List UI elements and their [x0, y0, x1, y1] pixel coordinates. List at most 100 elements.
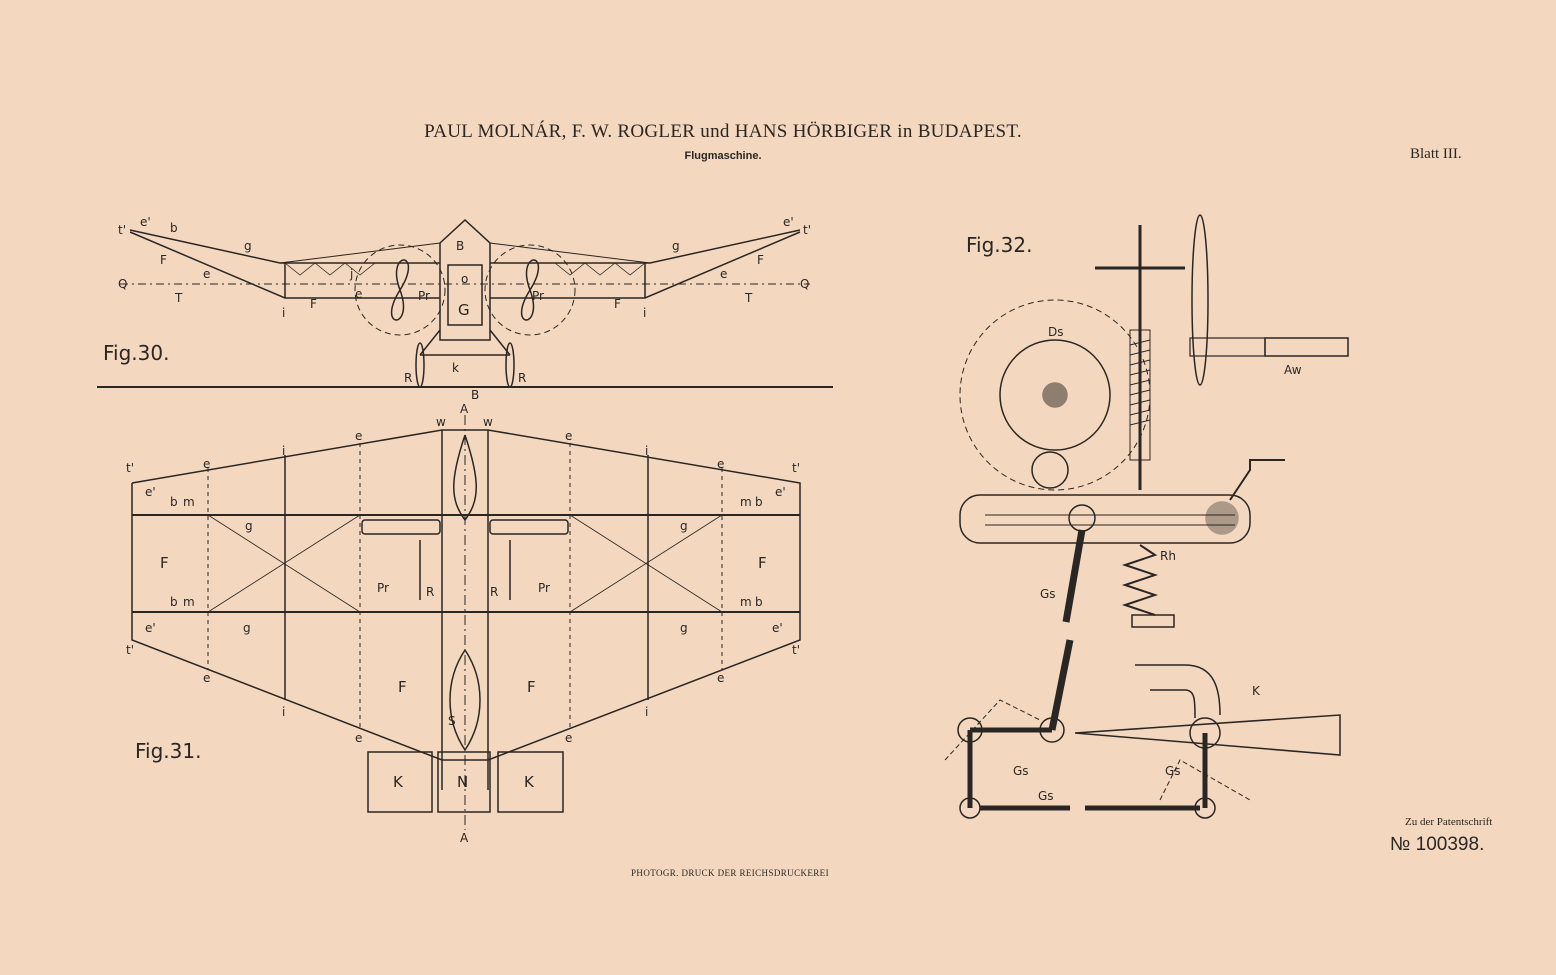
part-label: Q [800, 277, 809, 291]
part-label: t' [792, 643, 800, 657]
rail-rh [959, 494, 1251, 544]
part-label: A [460, 831, 469, 845]
part-label: F [758, 554, 767, 572]
fig32-label: Fig.32. [966, 233, 1032, 257]
drum-hub [1042, 382, 1068, 408]
part-label: e' [772, 621, 783, 635]
part-label: m [183, 495, 195, 509]
part-label: e [565, 429, 572, 443]
truss [284, 262, 646, 276]
part-label: T [744, 291, 753, 305]
part-label: i [282, 444, 285, 458]
handwheel [1191, 214, 1209, 386]
bracket [1135, 664, 1221, 719]
engine-mount-left [361, 519, 441, 535]
part-label: S [448, 714, 456, 728]
part-label: Gs [1165, 764, 1181, 778]
wedge-k [1074, 714, 1341, 756]
part-label: w [436, 415, 446, 429]
page-title: PAUL MOLNÁR, F. W. ROGLER und HANS HÖRBI… [424, 121, 1022, 142]
worm-gear [1129, 339, 1151, 426]
part-label: g [672, 239, 680, 253]
part-label: g [245, 519, 253, 533]
part-label: t' [126, 643, 134, 657]
part-label: e [565, 731, 572, 745]
part-label: Gs [1038, 789, 1054, 803]
crank-handle [1229, 459, 1285, 501]
part-label: F [614, 297, 621, 311]
part-label: B [471, 388, 479, 402]
part-label: j [349, 267, 353, 281]
rudder-left [367, 751, 433, 813]
part-label: Gs [1040, 587, 1056, 601]
part-label: t' [792, 461, 800, 475]
part-label: t' [803, 223, 811, 237]
rod-gs-upper [1062, 529, 1086, 623]
upper-bracing [279, 219, 651, 264]
part-label: e' [140, 215, 151, 229]
part-label: Aw [1284, 363, 1302, 377]
part-label: e [203, 267, 210, 281]
right-wing-upper [490, 229, 801, 264]
propeller-left [390, 259, 410, 321]
fuselage-front [439, 218, 491, 341]
part-label: Q [118, 277, 127, 291]
part-label: Pr [418, 289, 430, 303]
part-label: e [355, 287, 362, 301]
part-label: i [282, 306, 285, 320]
part-label: b [755, 495, 763, 509]
part-label: k [452, 361, 459, 375]
part-label: w [483, 415, 493, 429]
part-label: K [524, 773, 535, 791]
wing-outline [131, 429, 801, 761]
wheel-right [505, 342, 515, 388]
part-label: Ds [1048, 325, 1064, 339]
part-label: m [740, 595, 752, 609]
part-label: i [645, 444, 648, 458]
part-label: R [490, 585, 498, 599]
wheel-left [415, 342, 425, 388]
part-label: Pr [532, 289, 544, 303]
part-label: e [717, 457, 724, 471]
sheet-number: Blatt III. [1410, 146, 1462, 162]
fig30-label: Fig.30. [103, 341, 169, 365]
part-label: F [160, 253, 167, 267]
fuselage-tail [449, 649, 481, 752]
patent-ref-label: Zu der Patentschrift [1405, 816, 1493, 828]
spring [1121, 544, 1159, 616]
part-label: i [645, 705, 648, 719]
part-label: e [355, 429, 362, 443]
part-label: g [680, 519, 688, 533]
printer-credit: PHOTOGR. DRUCK DER REICHSDRUCKEREI [631, 868, 829, 878]
part-label: i [643, 306, 646, 320]
propeller-right [520, 259, 540, 321]
part-label: e [355, 731, 362, 745]
ribs [284, 430, 649, 790]
part-label: i [282, 705, 285, 719]
spring-base [1131, 614, 1175, 628]
part-label: F [757, 253, 764, 267]
part-label: R [426, 585, 434, 599]
part-label: t' [118, 223, 126, 237]
cabin-g [447, 264, 483, 326]
part-label: Pr [377, 581, 389, 595]
part-label: m [740, 495, 752, 509]
rudder-center [437, 751, 491, 813]
pivot [1031, 451, 1069, 489]
part-label: F [160, 554, 169, 572]
engine-mount-right [489, 519, 569, 535]
cross-bracing [207, 514, 723, 613]
part-label: K [393, 773, 404, 791]
propeller-disc-left [354, 244, 446, 336]
part-label: o [461, 272, 468, 286]
fig31-label: Fig.31. [135, 739, 201, 763]
part-label: R [518, 371, 526, 385]
part-label: G [458, 301, 470, 319]
patent-number: № 100398. [1390, 834, 1485, 855]
dashed-ribs [207, 443, 723, 730]
page-subtitle: Flugmaschine. [684, 150, 762, 162]
part-label: B [456, 239, 464, 253]
slider [1068, 504, 1096, 532]
fig30-front-view: Fig.30. t' e' b g F e Q T i F j e B o G … [97, 215, 833, 402]
